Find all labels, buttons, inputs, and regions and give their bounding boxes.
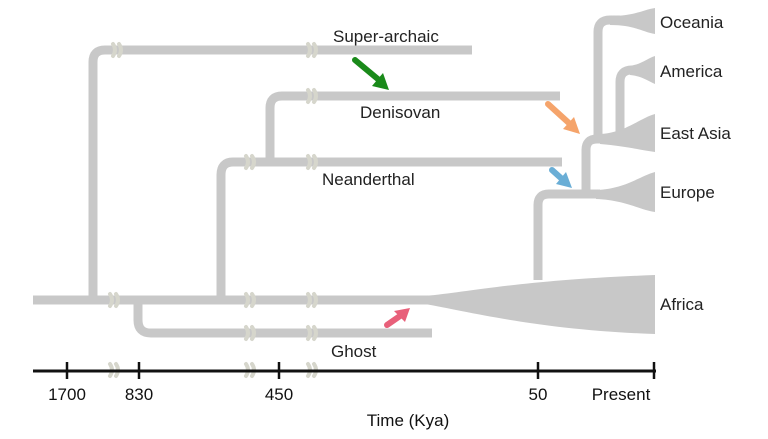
arrow-denisovan-to-oceania bbox=[545, 101, 573, 127]
label-europe: Europe bbox=[660, 183, 715, 202]
time-axis: 1700 830 450 50 Present Time (Kya) bbox=[33, 362, 656, 430]
arrowhead-green bbox=[372, 73, 389, 90]
arrowhead-orange bbox=[563, 117, 580, 134]
label-denisovan: Denisovan bbox=[360, 103, 440, 122]
ghost-branch bbox=[133, 300, 432, 338]
neanderthal-branch bbox=[216, 157, 562, 300]
label-oceania: Oceania bbox=[660, 13, 724, 32]
axis-break-marks bbox=[108, 42, 318, 378]
arrow-neanderthal-to-eurasian bbox=[549, 167, 565, 182]
label-neanderthal: Neanderthal bbox=[322, 170, 415, 189]
gene-flow-arrows bbox=[352, 57, 580, 328]
eastern-stem bbox=[581, 134, 625, 194]
tick-label-1700: 1700 bbox=[48, 385, 86, 404]
tick-label-50: 50 bbox=[529, 385, 548, 404]
africa-expansion bbox=[425, 275, 655, 334]
population-labels: Super-archaic Denisovan Neanderthal Ghos… bbox=[322, 13, 731, 361]
label-africa: Africa bbox=[660, 295, 704, 314]
denisovan-branch bbox=[265, 91, 560, 162]
east-asia-flare bbox=[600, 114, 655, 152]
oceania-flare bbox=[610, 8, 655, 34]
arrow-super-archaic-to-denisovan bbox=[352, 57, 382, 83]
label-america: America bbox=[660, 62, 723, 81]
tick-label-450: 450 bbox=[265, 385, 293, 404]
arrowhead-pink bbox=[394, 308, 410, 322]
eurasian-stem bbox=[533, 189, 600, 280]
branches bbox=[33, 8, 655, 338]
label-ghost: Ghost bbox=[331, 342, 377, 361]
europe-flare bbox=[596, 172, 655, 212]
oceania-stem bbox=[593, 15, 620, 139]
america-flare bbox=[630, 56, 655, 84]
label-super-archaic: Super-archaic bbox=[333, 27, 439, 46]
label-east-asia: East Asia bbox=[660, 124, 731, 143]
super-archaic-branch bbox=[88, 45, 472, 300]
arrowhead-blue bbox=[556, 172, 572, 188]
arrow-ghost-to-africa bbox=[384, 313, 403, 328]
tick-label-830: 830 bbox=[125, 385, 153, 404]
axis-title: Time (Kya) bbox=[367, 411, 450, 430]
tick-label-present: Present bbox=[592, 385, 651, 404]
